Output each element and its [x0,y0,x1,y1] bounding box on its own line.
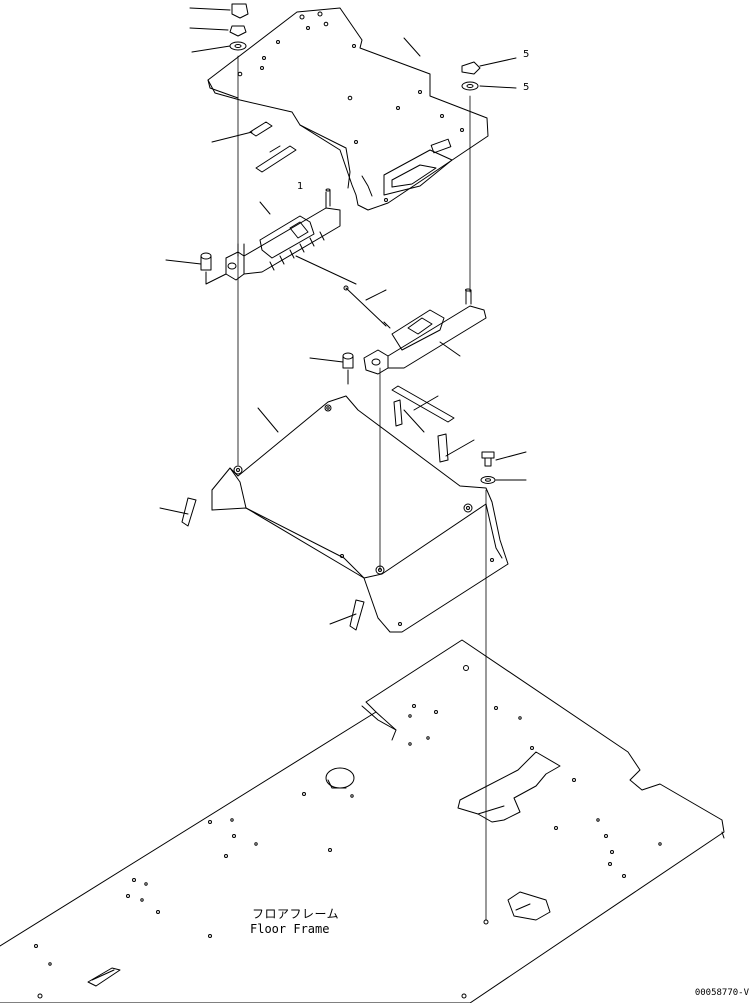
floor-frame [0,639,725,1003]
callout-1: 1 [297,181,304,192]
top-plate-holes [237,11,464,202]
clip-bottom [329,599,365,631]
top-left-hardware [189,3,249,53]
middle-screw [309,352,354,385]
right-bolt-washer [480,451,527,484]
top-right-hardware [461,57,517,91]
leader-lines [211,37,421,433]
clip-left [159,497,197,527]
bracket-plate [211,395,509,633]
floor-frame-holes [34,665,662,999]
callout-5-upper: 5 [523,49,530,60]
left-screw [165,252,227,285]
floor-frame-label-jp: フロアフレーム [252,907,340,921]
top-plate [207,7,489,211]
right-hinge-assembly [343,285,487,375]
drawing-number: 00058770-V [694,988,749,998]
spacer-bars [391,385,475,463]
left-hinge-assembly [225,188,357,285]
floor-frame-label-en: Floor Frame [250,922,330,936]
callout-5-lower: 5 [523,82,530,93]
alignment-lines [237,55,487,921]
